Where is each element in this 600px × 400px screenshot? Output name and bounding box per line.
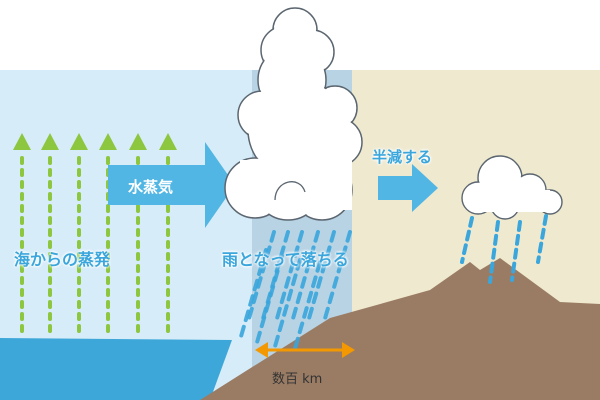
- evaporation-arrow-icon: [70, 133, 88, 150]
- small-rain: [460, 214, 548, 284]
- distance-arrow-icon: [255, 342, 355, 358]
- rain-drop-icon: [246, 230, 276, 324]
- evaporation-label: 海からの蒸発: [14, 250, 111, 269]
- water-vapor-label: 水蒸気: [128, 178, 174, 196]
- evaporation-arrow-icon: [99, 133, 117, 150]
- rain-drop-icon: [254, 254, 284, 348]
- cumulonimbus-cloud-fill: [226, 9, 361, 219]
- evaporation-arrow-icon: [129, 133, 147, 150]
- small-cloud-fill: [463, 157, 561, 218]
- cloud-inner-curl: [274, 181, 306, 201]
- halved-wind-arrow-icon: [378, 164, 438, 212]
- distance-label: 数百 km: [272, 372, 323, 387]
- evaporation-arrow-icon: [159, 133, 177, 150]
- rain-drop-icon: [290, 230, 320, 324]
- rain-drop-icon: [238, 248, 268, 342]
- big-rain: [238, 230, 352, 354]
- rain-falls-label: 雨となって落ちる: [222, 250, 349, 269]
- mountain: [200, 258, 600, 400]
- evaporation-arrow-icon: [13, 133, 31, 150]
- rain-drop-icon: [272, 258, 302, 352]
- halved-label: 半減する: [372, 148, 433, 166]
- rain-drop-icon: [274, 230, 304, 324]
- rain-drop-icon: [536, 214, 548, 264]
- sea: [0, 338, 232, 400]
- wind-arrow-icon: [108, 142, 235, 228]
- evaporation-arrow-icon: [41, 133, 59, 150]
- rain-drop-icon: [322, 230, 352, 324]
- rain-drop-icon: [292, 260, 322, 354]
- rain-drop-icon: [306, 230, 336, 324]
- rain-drop-icon: [460, 216, 474, 264]
- rain-drop-icon: [510, 220, 522, 282]
- rain-drop-icon: [488, 220, 500, 284]
